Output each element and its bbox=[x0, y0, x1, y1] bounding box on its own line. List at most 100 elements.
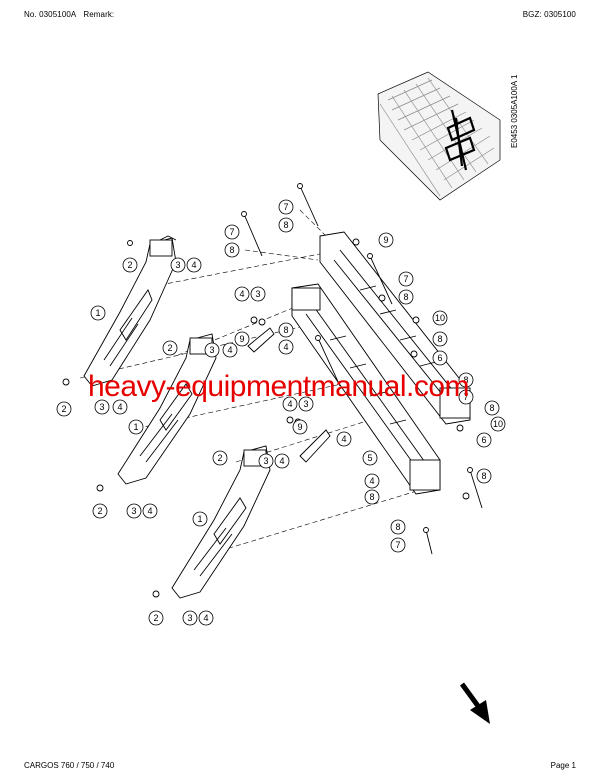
callout: 3 bbox=[170, 257, 186, 273]
header-doc-info: No. 0305100A Remark: bbox=[24, 10, 114, 19]
remark-label: Remark: bbox=[83, 10, 115, 19]
callout-group-bottom: 2 3 4 bbox=[148, 610, 214, 626]
callout: 4 bbox=[186, 257, 202, 273]
callout-label: 6 bbox=[481, 435, 486, 445]
callout-label: 4 bbox=[341, 434, 346, 444]
callout: 8 bbox=[476, 468, 492, 484]
callout-label: 4 bbox=[287, 399, 292, 409]
callout-label: 1 bbox=[197, 514, 202, 524]
callout: 4 bbox=[234, 286, 250, 302]
callout-label: 8 bbox=[437, 334, 442, 344]
frame-arm-lower bbox=[171, 445, 271, 599]
callout: 4 bbox=[364, 473, 380, 489]
callout: 8 bbox=[458, 372, 474, 388]
callout-label: 5 bbox=[367, 453, 372, 463]
callout-label: 8 bbox=[229, 245, 234, 255]
callout: 7 bbox=[390, 537, 406, 553]
callout: 3 bbox=[258, 453, 274, 469]
callout-label: 3 bbox=[187, 613, 192, 623]
callout-label: 6 bbox=[437, 353, 442, 363]
callout-label: 4 bbox=[369, 476, 374, 486]
callout-label: 7 bbox=[283, 202, 288, 212]
callout: 8 bbox=[484, 400, 500, 416]
callout-label: 8 bbox=[369, 492, 374, 502]
callout: 3 bbox=[250, 286, 266, 302]
callout: 10 bbox=[490, 416, 506, 432]
callout: 9 bbox=[234, 331, 250, 347]
callout: 9 bbox=[378, 232, 394, 248]
callout-label: 3 bbox=[209, 345, 214, 355]
callout-label: 4 bbox=[191, 260, 196, 270]
callout: 7 bbox=[224, 224, 240, 240]
callout-label: 2 bbox=[127, 260, 132, 270]
callout-label: 3 bbox=[99, 402, 104, 412]
callout: 3 bbox=[126, 503, 142, 519]
callout-label: 8 bbox=[481, 471, 486, 481]
frame-arm-upper bbox=[83, 235, 177, 387]
callout: 6 bbox=[476, 432, 492, 448]
direction-arrow-icon bbox=[459, 682, 490, 724]
callout-label: 1 bbox=[133, 422, 138, 432]
overview-thumbnail bbox=[377, 71, 501, 201]
callout-label: 8 bbox=[395, 522, 400, 532]
callout: 8 bbox=[390, 519, 406, 535]
callout-label: 9 bbox=[239, 334, 244, 344]
callout-label: 3 bbox=[131, 506, 136, 516]
callout-label: 4 bbox=[279, 456, 284, 466]
callout-label: 4 bbox=[283, 342, 288, 352]
callout-label: 4 bbox=[147, 506, 152, 516]
callout-label: 2 bbox=[217, 453, 222, 463]
callout: 4 bbox=[222, 342, 238, 358]
callout-label: 9 bbox=[383, 235, 388, 245]
callout: 3 bbox=[298, 396, 314, 412]
figure-code: E0453 0305A100A 1 bbox=[510, 74, 519, 148]
callout-label: 7 bbox=[229, 227, 234, 237]
callout-label: 8 bbox=[283, 220, 288, 230]
bgz-number: BGZ: 0305100 bbox=[522, 10, 576, 19]
callout: 4 bbox=[112, 399, 128, 415]
callout: 8 bbox=[364, 489, 380, 505]
callout: 8 bbox=[398, 289, 414, 305]
callout: 2 bbox=[162, 340, 178, 356]
callout: 6 bbox=[432, 350, 448, 366]
doc-number: No. 0305100A bbox=[24, 10, 77, 19]
callout-label: 4 bbox=[117, 402, 122, 412]
callout-label: 4 bbox=[203, 613, 208, 623]
callout-label: 4 bbox=[227, 345, 232, 355]
callout-label: 3 bbox=[255, 289, 260, 299]
callout: 8 bbox=[278, 217, 294, 233]
callout: 3 bbox=[204, 342, 220, 358]
callout: 2 bbox=[122, 257, 138, 273]
callout: 8 bbox=[224, 242, 240, 258]
callout-label: 8 bbox=[403, 292, 408, 302]
callout-labels: 7 8 7 8 2 3 4 9 7 8 4 3 1 10 8 9 8 4 2 3… bbox=[56, 199, 506, 553]
callout-label: 7 bbox=[463, 392, 468, 402]
callout-label: 2 bbox=[61, 404, 66, 414]
callout-label: 3 bbox=[303, 399, 308, 409]
callout: 4 bbox=[274, 453, 290, 469]
callout-label: 9 bbox=[297, 422, 302, 432]
callout-label: 4 bbox=[239, 289, 244, 299]
callout: 4 bbox=[142, 503, 158, 519]
watermark-text: heavy-equipmentmanual.com bbox=[88, 370, 470, 403]
callout: 2 bbox=[56, 401, 72, 417]
callout: 1 bbox=[192, 511, 208, 527]
main-beam-lower bbox=[291, 283, 441, 495]
callout-label: 2 bbox=[167, 343, 172, 353]
callout: 7 bbox=[458, 389, 474, 405]
callout: 1 bbox=[90, 305, 106, 321]
callout: 4 bbox=[282, 396, 298, 412]
callout: 8 bbox=[432, 331, 448, 347]
callout-label: 3 bbox=[263, 456, 268, 466]
page-number: Page 1 bbox=[550, 761, 576, 770]
callout-label: 8 bbox=[283, 325, 288, 335]
callout: 5 bbox=[362, 450, 378, 466]
callout-label: 10 bbox=[435, 313, 445, 323]
callout: 9 bbox=[292, 419, 308, 435]
callout-label: 3 bbox=[175, 260, 180, 270]
main-beam-upper bbox=[319, 231, 471, 425]
callout: 7 bbox=[278, 199, 294, 215]
callout-label: 1 bbox=[95, 308, 100, 318]
callout-label: 2 bbox=[97, 506, 102, 516]
